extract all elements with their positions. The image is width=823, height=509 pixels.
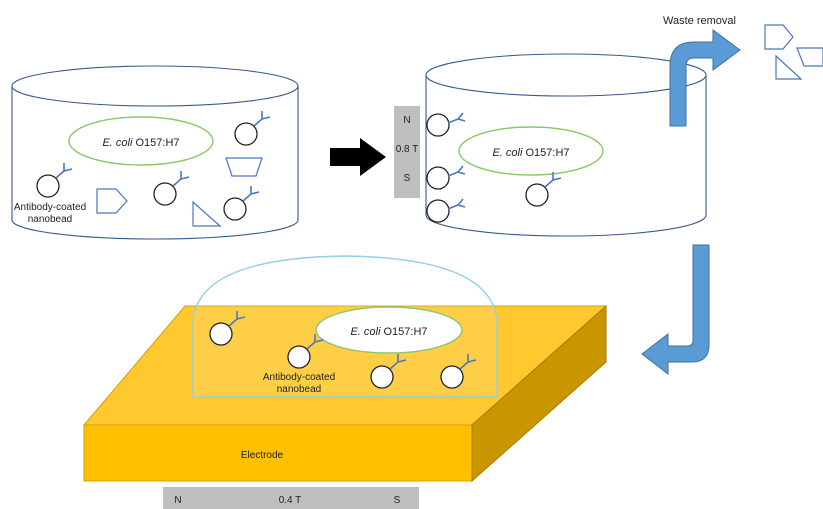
debris-pentagon bbox=[764, 24, 794, 50]
blue-waste-arrow bbox=[669, 29, 741, 127]
magnet-1-north: N bbox=[403, 115, 410, 126]
electrode-label: Electrode bbox=[241, 450, 284, 461]
debris-triangle bbox=[775, 54, 803, 80]
black-right-arrow bbox=[330, 138, 386, 176]
magnet-2-south: S bbox=[394, 495, 401, 506]
blue-return-arrow bbox=[641, 244, 710, 376]
ecoli-cell-3: E. coli O157:H7 bbox=[315, 306, 463, 354]
antibody-label-line2: nanobead bbox=[277, 384, 322, 395]
ecoli-label-species: E. coli bbox=[350, 326, 381, 338]
ecoli-cell-1: E. coli O157:H7 bbox=[68, 116, 214, 166]
magnet-2: N 0.4 T S bbox=[163, 487, 419, 509]
debris-trapezoid bbox=[225, 157, 263, 177]
waste-removal-label: Waste removal bbox=[663, 15, 736, 27]
ecoli-label-strain: O157:H7 bbox=[380, 326, 427, 338]
svg-text:E. coli O157:H7: E. coli O157:H7 bbox=[102, 137, 179, 149]
svg-text:E. coli O157:H7: E. coli O157:H7 bbox=[492, 147, 569, 159]
magnet-1-field: 0.8 T bbox=[396, 144, 419, 155]
ecoli-label-strain: O157:H7 bbox=[522, 147, 569, 159]
magnet-1: N 0.8 T S bbox=[394, 106, 420, 198]
svg-text:E. coli O157:H7: E. coli O157:H7 bbox=[350, 326, 427, 338]
magnet-2-field: 0.4 T bbox=[279, 495, 302, 506]
ecoli-label-species: E. coli bbox=[102, 137, 133, 149]
antibody-label-line2: nanobead bbox=[28, 214, 73, 225]
magnet-1-south: S bbox=[404, 173, 411, 184]
magnet-2-north: N bbox=[174, 495, 181, 506]
antibody-label-line1: Antibody-coated bbox=[263, 372, 335, 383]
antibody-label-line1: Antibody-coated bbox=[14, 202, 86, 213]
debris-triangle bbox=[192, 200, 222, 227]
debris-trapezoid bbox=[796, 47, 823, 67]
ecoli-label-strain: O157:H7 bbox=[132, 137, 179, 149]
ecoli-label-species: E. coli bbox=[492, 147, 523, 159]
debris-pentagon bbox=[96, 188, 128, 214]
ecoli-cell-2: E. coli O157:H7 bbox=[458, 126, 604, 176]
